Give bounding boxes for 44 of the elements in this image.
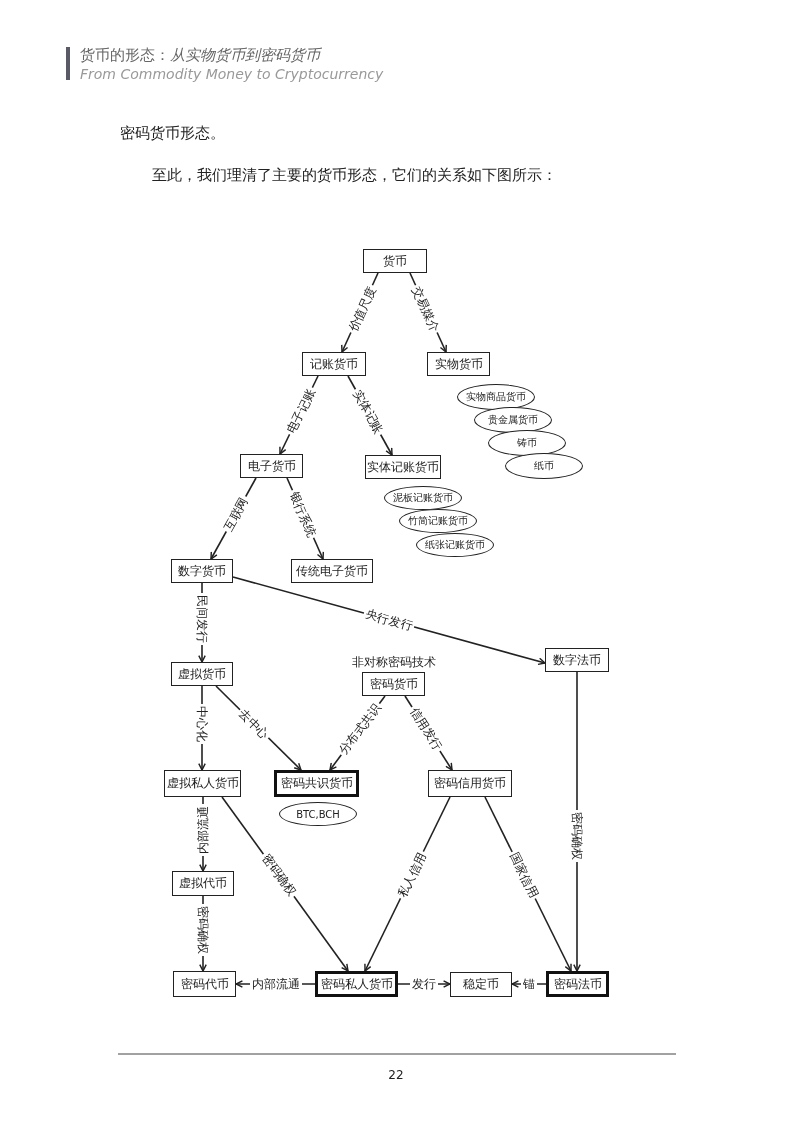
money-box: 货币 <box>363 249 427 273</box>
edge-label: 锚 <box>521 977 537 991</box>
edge-label: 发行 <box>410 977 438 991</box>
arrow <box>573 671 581 972</box>
example-ellipse: BTC,BCH <box>279 802 357 826</box>
money-box: 密码信用货币 <box>428 770 512 797</box>
edge-label: 密码确权 <box>570 810 584 863</box>
edge-label: 信用发行 <box>406 703 446 755</box>
money-box: 虚拟货币 <box>171 662 233 686</box>
money-box: 密码共识货币 <box>274 770 359 797</box>
example-ellipse: 贵金属货币 <box>474 407 552 433</box>
example-ellipse: 铸币 <box>488 430 566 456</box>
edge-label: 央行发行 <box>362 606 416 634</box>
node-caption: 非对称密码技术 <box>351 654 436 671</box>
money-box: 稳定币 <box>450 972 512 997</box>
example-ellipse: 实物商品货币 <box>457 384 535 410</box>
money-box: 传统电子货币 <box>291 559 373 583</box>
edge-label: 密码确权 <box>196 903 210 956</box>
edge-label: 民间发行 <box>195 592 209 645</box>
money-box: 密码货币 <box>362 672 425 696</box>
edge-label: 中心化 <box>195 703 209 744</box>
example-ellipse: 竹简记账货币 <box>399 509 477 533</box>
example-ellipse: 纸币 <box>505 453 583 479</box>
header-title: 货币的形态：从实物货币到密码货币 <box>80 46 320 65</box>
paragraph: 密码货币形态。 <box>120 124 225 143</box>
money-box: 虚拟私人货币 <box>164 770 241 797</box>
money-box: 数字法币 <box>545 648 609 672</box>
money-box: 密码私人货币 <box>315 971 398 997</box>
edge-label: 私人信用 <box>394 848 430 902</box>
example-ellipse: 纸张记账货币 <box>416 533 494 557</box>
money-box: 实体记账货币 <box>365 455 441 479</box>
money-box: 数字货币 <box>171 559 233 583</box>
header-subtitle: From Commodity Money to Cryptocurrency <box>80 66 384 82</box>
edge-label: 内部流通 <box>249 977 302 991</box>
money-box: 虚拟代币 <box>172 871 234 896</box>
edge-label: 内部流通 <box>196 804 210 857</box>
example-ellipse: 泥板记账货币 <box>384 486 462 510</box>
money-box: 密码代币 <box>173 971 236 997</box>
paragraph: 至此，我们理清了主要的货币形态，它们的关系如下图所示： <box>152 166 557 185</box>
money-box: 记账货币 <box>302 352 366 376</box>
money-box: 密码法币 <box>546 971 609 997</box>
money-box: 实物货币 <box>427 352 490 376</box>
page-number: 22 <box>388 1068 404 1082</box>
money-box: 电子货币 <box>240 454 303 478</box>
